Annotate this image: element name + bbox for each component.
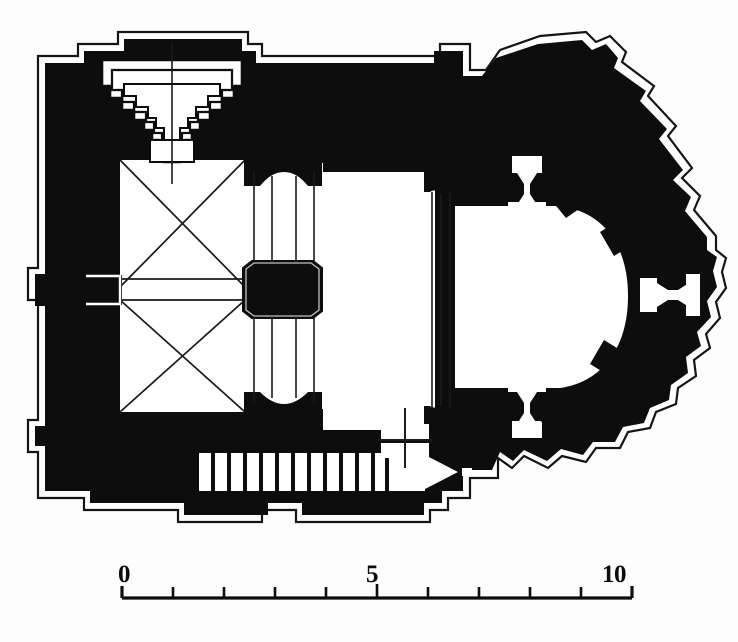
scale-bar-ticks — [171, 584, 583, 598]
west-niche-outline — [86, 274, 122, 306]
nave-void — [323, 172, 435, 430]
apse-window-e-splay — [657, 283, 689, 307]
stair-tread — [359, 453, 371, 491]
central-pier-highlight — [245, 262, 320, 317]
stair-group — [196, 450, 472, 494]
stair-tread — [311, 453, 323, 491]
stair-tread — [199, 453, 211, 491]
apse-window-e-inner — [640, 278, 657, 312]
apse-facet-ne — [548, 178, 592, 218]
scale-label-0: 0 — [118, 561, 131, 588]
apse-window-s-outer — [508, 378, 546, 392]
stair-tread — [279, 453, 291, 491]
apse-window-e-outer — [686, 274, 700, 316]
scale-label-10: 10 — [602, 561, 627, 588]
apse-window-s-inner — [512, 421, 542, 438]
stair-tread — [375, 453, 385, 491]
stair-tread — [295, 453, 307, 491]
apse-facet-se — [536, 396, 578, 436]
choir-void — [455, 206, 533, 388]
stair-landing — [389, 453, 425, 491]
north-portal-group — [100, 44, 244, 184]
stair-tread — [343, 453, 355, 491]
central-pier — [242, 260, 323, 319]
stair-treads — [199, 453, 472, 491]
vault-rib-n2 — [119, 159, 246, 288]
stair-tread — [327, 453, 339, 491]
transverse-respond-south — [424, 398, 456, 430]
stair-tread — [247, 453, 259, 491]
vault-ribs-group — [119, 159, 246, 413]
apse-window-east — [640, 274, 700, 316]
choir-transverse-arch-group — [424, 172, 456, 430]
apse-windows-group — [508, 156, 700, 438]
west-niche-group — [86, 274, 122, 306]
apse-window-n-inner — [512, 156, 542, 173]
apse-facet-e-upper — [600, 216, 640, 256]
transverse-respond-north — [424, 172, 456, 200]
apse-window-south — [508, 378, 546, 438]
apse-window-north — [508, 156, 546, 216]
apse-window-n-outer — [508, 202, 546, 216]
apse-facet-details — [536, 178, 640, 436]
vault-rib-s2 — [119, 299, 246, 413]
scale-bar-group — [120, 584, 634, 600]
west-niche-recess — [96, 275, 122, 305]
stair-wedge — [425, 455, 458, 489]
apse-window-s-splay — [517, 392, 537, 424]
south-doorway-group — [378, 408, 432, 468]
stair-tread — [215, 453, 227, 491]
stair-tread — [231, 453, 243, 491]
west-hall-void — [120, 160, 245, 412]
apse-window-n-splay — [517, 173, 537, 205]
apse-facet-e-lower — [590, 340, 630, 380]
central-pier-group — [242, 260, 323, 319]
scale-label-5: 5 — [366, 561, 379, 588]
stair-tread — [263, 453, 275, 491]
stair-wedge-tip — [462, 468, 472, 476]
arcade-respond-north — [244, 160, 322, 186]
arcade-respond-south — [244, 392, 322, 412]
